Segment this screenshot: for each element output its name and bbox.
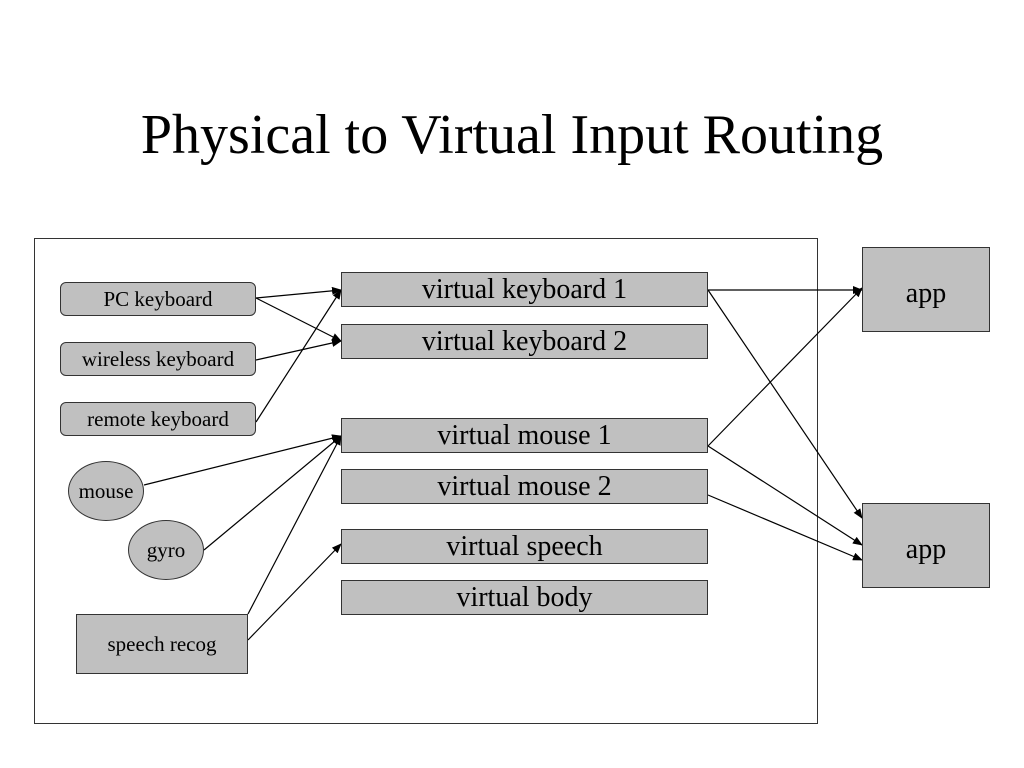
arrow-remote-keyboard-to-virtual-keyboard-1 bbox=[255, 289, 342, 423]
remote-keyboard-node: remote keyboard bbox=[60, 402, 256, 436]
virtual-mouse-2-label: virtual mouse 2 bbox=[437, 471, 612, 502]
app-1-node: app bbox=[862, 247, 990, 332]
virtual-keyboard-2-label: virtual keyboard 2 bbox=[421, 326, 628, 357]
arrow-speech-recog-to-virtual-speech bbox=[247, 543, 342, 641]
virtual-mouse-2-node: virtual mouse 2 bbox=[341, 469, 708, 504]
arrow-virtual-mouse-2-to-app-2 bbox=[707, 494, 863, 561]
slide-title: Physical to Virtual Input Routing bbox=[140, 104, 884, 166]
virtual-mouse-1-node: virtual mouse 1 bbox=[341, 418, 708, 453]
virtual-speech-node: virtual speech bbox=[341, 529, 708, 564]
virtual-keyboard-1-label: virtual keyboard 1 bbox=[421, 274, 628, 305]
arrow-virtual-mouse-1-to-app-2 bbox=[707, 445, 863, 546]
app-2-node: app bbox=[862, 503, 990, 588]
app-1-label: app bbox=[905, 278, 947, 309]
mouse-node: mouse bbox=[68, 461, 144, 521]
speech-recog-node: speech recog bbox=[76, 614, 248, 674]
arrow-speech-recog-to-virtual-mouse-1 bbox=[247, 435, 342, 615]
arrow-pc-keyboard-to-virtual-keyboard-2 bbox=[255, 297, 342, 342]
arrow-mouse-to-virtual-mouse-1 bbox=[143, 434, 342, 486]
pc-keyboard-label: PC keyboard bbox=[103, 286, 213, 311]
arrow-virtual-mouse-1-to-app-1 bbox=[707, 287, 863, 447]
mouse-label: mouse bbox=[78, 478, 134, 503]
remote-keyboard-label: remote keyboard bbox=[87, 406, 229, 431]
virtual-keyboard-2-node: virtual keyboard 2 bbox=[341, 324, 708, 359]
arrow-pc-keyboard-to-virtual-keyboard-1 bbox=[255, 286, 342, 299]
virtual-speech-label: virtual speech bbox=[446, 531, 603, 562]
pc-keyboard-node: PC keyboard bbox=[60, 282, 256, 316]
wireless-keyboard-node: wireless keyboard bbox=[60, 342, 256, 376]
wireless-keyboard-label: wireless keyboard bbox=[81, 346, 235, 371]
virtual-mouse-1-label: virtual mouse 1 bbox=[437, 420, 612, 451]
arrow-virtual-keyboard-1-to-app-2 bbox=[707, 289, 863, 519]
virtual-keyboard-1-node: virtual keyboard 1 bbox=[341, 272, 708, 307]
routing-frame bbox=[34, 238, 818, 724]
gyro-node: gyro bbox=[128, 520, 204, 580]
app-2-label: app bbox=[905, 534, 947, 565]
gyro-label: gyro bbox=[146, 537, 186, 562]
virtual-body-label: virtual body bbox=[456, 582, 593, 613]
arrow-gyro-to-virtual-mouse-1 bbox=[203, 435, 342, 551]
arrow-wireless-keyboard-to-virtual-keyboard-2 bbox=[255, 339, 342, 361]
virtual-body-node: virtual body bbox=[341, 580, 708, 615]
speech-recog-label: speech recog bbox=[107, 631, 217, 656]
